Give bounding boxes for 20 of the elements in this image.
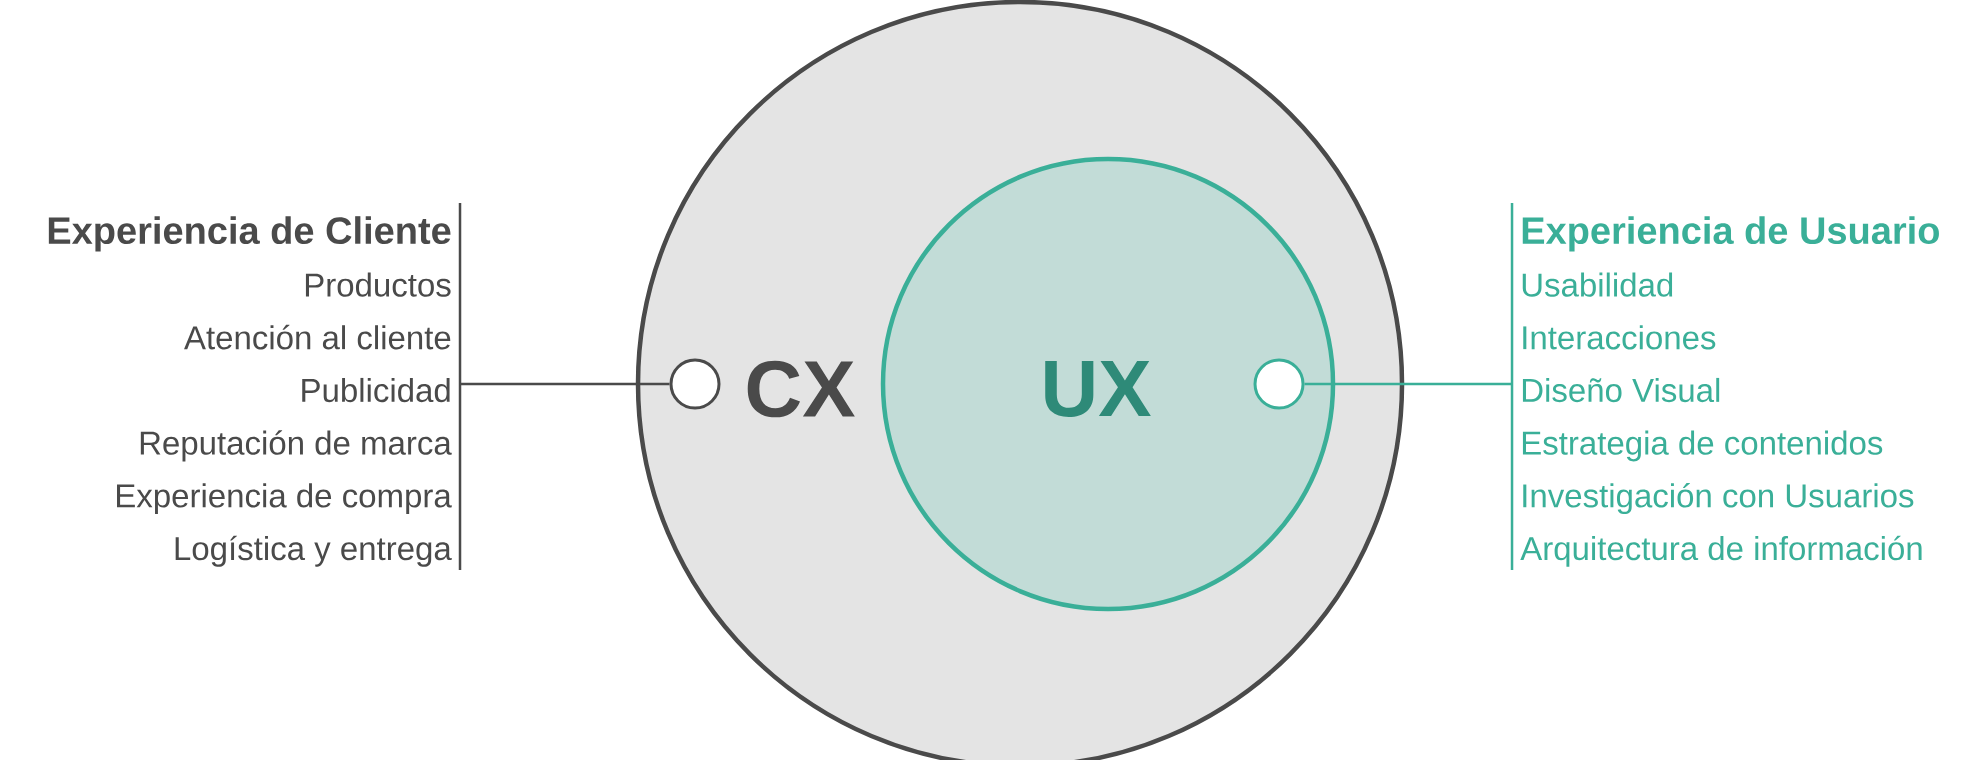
connector-dot xyxy=(1253,358,1305,410)
list-heading: Experiencia de Cliente xyxy=(48,216,451,252)
list-item: Experiencia de compra xyxy=(117,483,452,515)
list-item: Atención al cliente xyxy=(184,324,451,350)
list-item: Logística y entrega xyxy=(175,535,452,567)
list-item: Productos xyxy=(305,272,451,297)
list-item: Usabilidad xyxy=(1522,272,1673,297)
list-heading: Experiencia de Usuario xyxy=(1522,216,1939,252)
connector-line xyxy=(1304,382,1512,386)
list-item: Interacciones xyxy=(1523,325,1716,350)
connector-line xyxy=(460,382,670,386)
circle-label: CX xyxy=(747,360,855,418)
list-item: Publicidad xyxy=(302,377,450,403)
connector-dot xyxy=(669,358,721,410)
list-item: Reputación de marca xyxy=(140,430,452,462)
list-item: Diseño Visual xyxy=(1522,377,1720,403)
circle-label: UX xyxy=(1045,361,1151,417)
list-item: Estrategia de contenidos xyxy=(1522,430,1883,462)
list-item: Arquitectura de información xyxy=(1520,535,1922,567)
list-item: Investigación con Usuarios xyxy=(1523,482,1914,515)
